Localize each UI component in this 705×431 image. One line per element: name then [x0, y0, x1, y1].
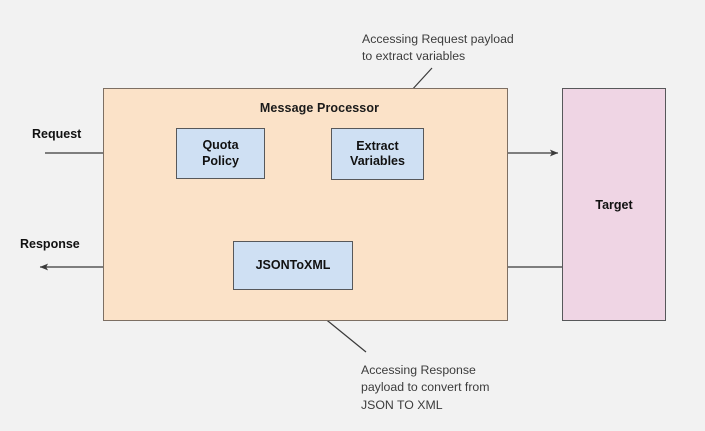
extract-variables-label: Extract Variables — [350, 139, 405, 170]
extract-variables-label-line2: Variables — [350, 154, 405, 168]
extract-variables-label-line1: Extract — [356, 138, 399, 153]
extract-variables-box[interactable]: Extract Variables — [331, 128, 424, 180]
request-label: Request — [32, 127, 82, 141]
response-label: Response — [20, 237, 80, 251]
message-processor-title: Message Processor — [259, 101, 380, 115]
quota-policy-box[interactable]: Quota Policy — [176, 128, 265, 179]
annotation-response-payload: Accessing Response payload to convert fr… — [361, 363, 490, 412]
quota-policy-label: Quota Policy — [202, 138, 239, 169]
quota-policy-label-line1: Quota — [202, 138, 239, 153]
jsontoxml-box[interactable]: JSONToXML — [233, 241, 353, 290]
target-label: Target — [595, 197, 633, 212]
jsontoxml-label: JSONToXML — [255, 257, 331, 272]
annotation-request-payload: Accessing Request payload to extract var… — [362, 32, 514, 64]
target-container[interactable]: Target — [562, 88, 666, 321]
quota-policy-label-line2: Policy — [202, 153, 239, 168]
